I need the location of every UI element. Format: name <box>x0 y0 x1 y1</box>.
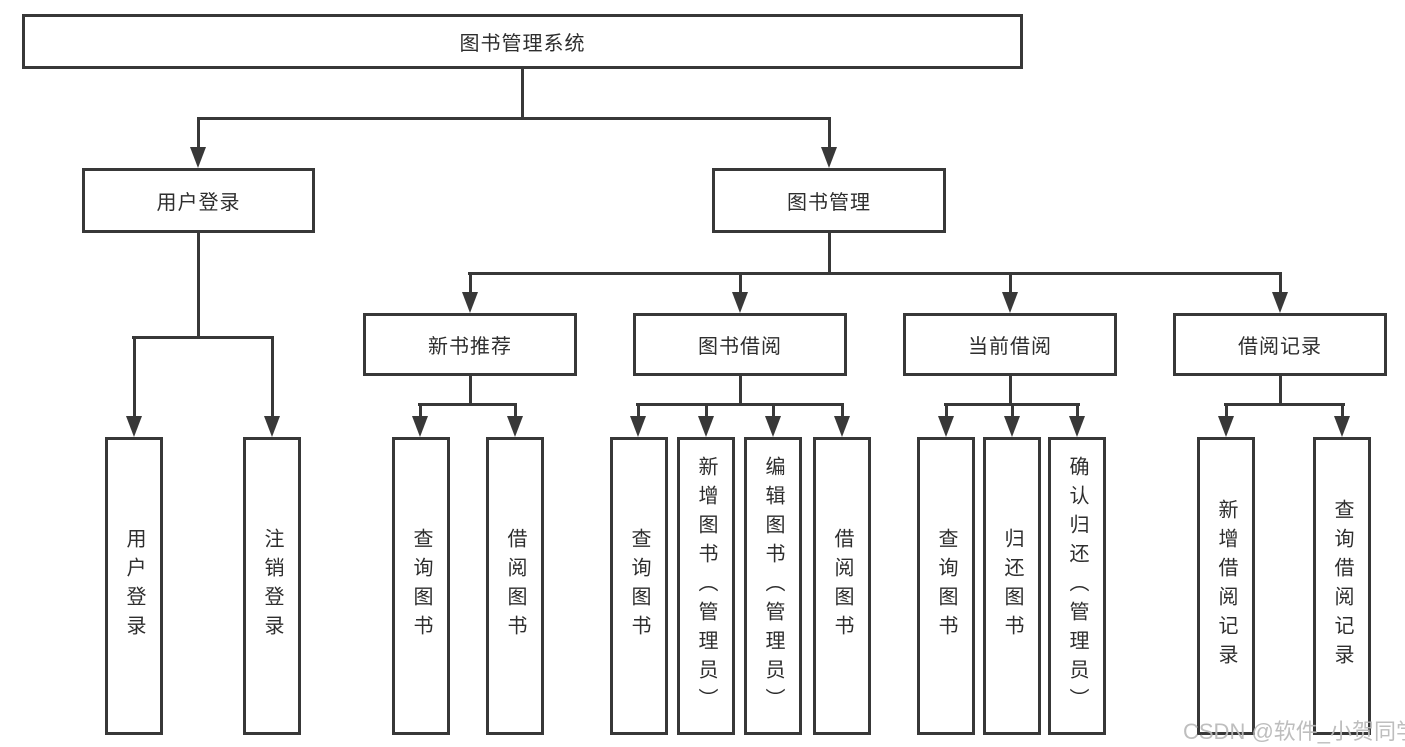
arrowhead-icon <box>1334 416 1350 437</box>
leaf-query-book-borrow: 查询图书 <box>610 437 668 735</box>
node-label: 新书推荐 <box>428 336 512 358</box>
connector-line <box>841 403 844 418</box>
node-label: 当前借阅 <box>968 336 1052 358</box>
connector-line <box>828 233 831 274</box>
node-library-management-system: 图书管理系统 <box>22 14 1023 69</box>
leaf-query-book-recommend: 查询图书 <box>392 437 450 735</box>
arrowhead-icon <box>462 292 478 313</box>
arrowhead-icon <box>126 416 142 437</box>
node-label: 查询图书 <box>410 528 432 644</box>
arrowhead-icon <box>834 416 850 437</box>
connector-line <box>271 336 274 418</box>
arrowhead-icon <box>765 416 781 437</box>
node-label: 归还图书 <box>1001 528 1023 644</box>
leaf-return-book: 归还图书 <box>983 437 1041 735</box>
connector-line <box>1279 272 1282 294</box>
connector-line <box>828 117 831 149</box>
node-book-management: 图书管理 <box>712 168 946 233</box>
connector-line <box>521 69 524 119</box>
leaf-add-borrow-record: 新增借阅记录 <box>1197 437 1255 735</box>
node-label: 查询借阅记录 <box>1331 499 1353 673</box>
node-borrow-record: 借阅记录 <box>1173 313 1387 376</box>
leaf-query-book-current: 查询图书 <box>917 437 975 735</box>
watermark: CSDN @软件_小贺同学 <box>1183 719 1405 744</box>
node-label: 确认归还（管理员） <box>1066 455 1088 717</box>
connector-line <box>1011 403 1014 418</box>
arrowhead-icon <box>190 147 206 168</box>
leaf-logout: 注销登录 <box>243 437 301 735</box>
arrowhead-icon <box>507 416 523 437</box>
connector-line <box>1076 403 1079 418</box>
connector-line <box>637 403 640 418</box>
connector-line <box>636 403 844 406</box>
connector-line <box>197 117 200 149</box>
connector-line <box>468 272 1282 275</box>
arrowhead-icon <box>698 416 714 437</box>
leaf-add-book-admin: 新增图书（管理员） <box>677 437 735 735</box>
node-label: 图书借阅 <box>698 336 782 358</box>
connector-line <box>418 403 517 406</box>
node-label: 编辑图书（管理员） <box>762 455 784 717</box>
node-label: 图书管理 <box>787 192 871 214</box>
connector-line <box>739 272 742 294</box>
arrowhead-icon <box>264 416 280 437</box>
arrowhead-icon <box>938 416 954 437</box>
leaf-confirm-return-admin: 确认归还（管理员） <box>1048 437 1106 735</box>
node-book-borrow: 图书借阅 <box>633 313 847 376</box>
arrowhead-icon <box>412 416 428 437</box>
connector-line <box>1279 376 1282 405</box>
node-label: 注销登录 <box>261 528 283 644</box>
arrowhead-icon <box>1218 416 1234 437</box>
connector-line <box>739 376 742 405</box>
connector-line <box>1341 403 1344 418</box>
node-label: 图书管理系统 <box>459 33 586 55</box>
arrowhead-icon <box>821 147 837 168</box>
node-label: 新增借阅记录 <box>1215 499 1237 673</box>
connector-line <box>469 376 472 405</box>
node-label: 借阅图书 <box>504 528 526 644</box>
connector-line <box>197 233 200 338</box>
arrowhead-icon <box>1004 416 1020 437</box>
connector-line <box>1009 272 1012 294</box>
node-label: 用户登录 <box>156 192 241 214</box>
node-new-book-recommend: 新书推荐 <box>363 313 577 376</box>
node-label: 查询图书 <box>628 528 650 644</box>
arrowhead-icon <box>1002 292 1018 313</box>
arrowhead-icon <box>732 292 748 313</box>
connector-line <box>132 336 274 339</box>
leaf-edit-book-admin: 编辑图书（管理员） <box>744 437 802 735</box>
arrowhead-icon <box>1069 416 1085 437</box>
node-user-login: 用户登录 <box>82 168 315 233</box>
connector-line <box>133 336 136 418</box>
connector-line <box>1009 376 1012 405</box>
node-label: 新增图书（管理员） <box>695 455 717 717</box>
leaf-borrow-book-recommend: 借阅图书 <box>486 437 544 735</box>
connector-line <box>1224 403 1345 406</box>
leaf-user-login: 用户登录 <box>105 437 163 735</box>
connector-line <box>945 403 948 418</box>
connector-line <box>1225 403 1228 418</box>
node-label: 借阅记录 <box>1238 336 1322 358</box>
connector-line <box>705 403 708 418</box>
node-current-borrow: 当前借阅 <box>903 313 1117 376</box>
leaf-borrow-book: 借阅图书 <box>813 437 871 735</box>
arrowhead-icon <box>1272 292 1288 313</box>
connector-line <box>469 272 472 294</box>
connector-line <box>197 117 831 120</box>
arrowhead-icon <box>630 416 646 437</box>
connector-line <box>419 403 422 418</box>
connector-line <box>772 403 775 418</box>
node-label: 用户登录 <box>123 528 145 644</box>
connector-line <box>514 403 517 418</box>
leaf-query-borrow-record: 查询借阅记录 <box>1313 437 1371 735</box>
node-label: 借阅图书 <box>831 528 853 644</box>
node-label: 查询图书 <box>935 528 957 644</box>
